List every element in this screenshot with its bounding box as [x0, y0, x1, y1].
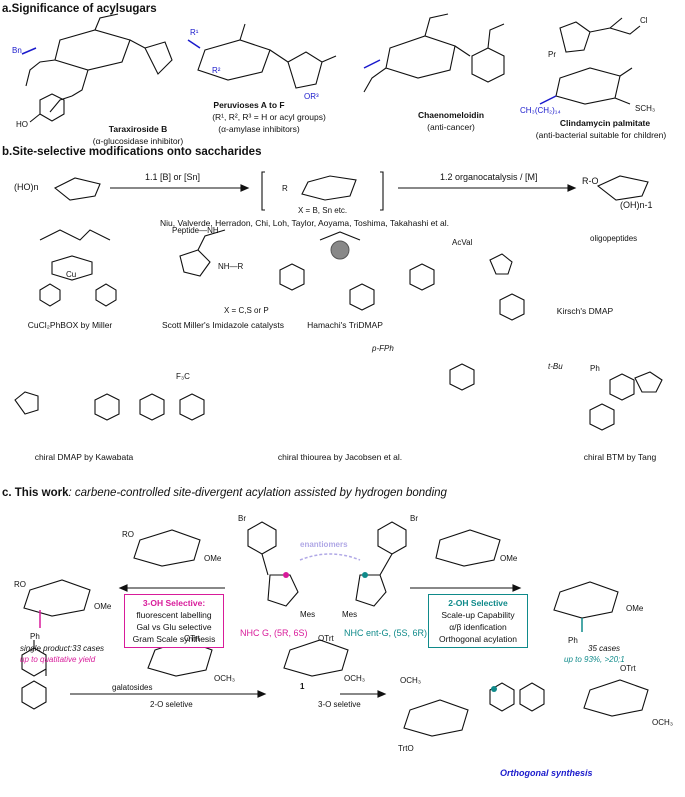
- pfph-label: p-FPh: [372, 344, 394, 353]
- kirsch-oligo: oligopeptides: [590, 234, 638, 243]
- otrt-label-1: OTrt: [184, 634, 200, 643]
- f3c-label: F₃C: [176, 372, 190, 381]
- left-result-2: up to quatitative yield: [20, 655, 96, 664]
- left-box-line-1: fluorescent labelling: [136, 610, 212, 620]
- left-box-line-3: Gram Scale synthesis: [132, 634, 216, 644]
- right-box-line-1: Scale-up Capability: [441, 610, 515, 620]
- right-box-line-2: α/β idenfication: [449, 622, 507, 632]
- taraxiroside-desc: (α-glucosidase inhibitor): [92, 136, 184, 146]
- mes-label-g: Mes: [300, 610, 316, 619]
- product-ro: R-O: [582, 176, 599, 186]
- step-b-reagent: 1: [300, 682, 305, 691]
- nhr-label: NH—R: [218, 262, 244, 271]
- clindamycin-name: Clindamycin palmitate: [559, 118, 651, 128]
- section-c-title: c. This work: carbene-controlled site-di…: [2, 487, 447, 499]
- product-oh: (OH)n-1: [620, 200, 653, 210]
- trto-label: TrtO: [398, 744, 414, 753]
- left-box-title: 3-OH Selective:: [142, 598, 206, 608]
- ho-label: HO: [16, 120, 28, 129]
- step2-label: 1.2 organocatalysis / [M]: [440, 172, 538, 182]
- chaenomeloidin-desc: (anti-cancer): [427, 122, 475, 132]
- x-definition: X = B, Sn etc.: [298, 206, 348, 215]
- kirsch-acval: AcVal: [452, 238, 473, 247]
- peruvioses-desc: (α-amylase inhibitors): [218, 124, 300, 134]
- cl-label: Cl: [640, 16, 648, 25]
- thiourea-label: chiral thiourea by Jacobsen et al.: [277, 452, 403, 462]
- br-label-entg: Br: [410, 514, 418, 523]
- ph-label-right: Ph: [568, 636, 578, 645]
- och3-label-4: OCH₃: [652, 718, 674, 727]
- nhc-entg-label: NHC ent-G, (5S, 6R): [344, 628, 428, 638]
- kawabata-label: chiral DMAP by Kawabata: [34, 452, 134, 462]
- left-selectivity-box: 3-OH Selective: fluorescent labelling Ga…: [124, 594, 224, 648]
- ome-label-2: OMe: [94, 602, 112, 611]
- right-selectivity-box: 2-OH Selective Scale-up Capability α/β i…: [428, 594, 528, 648]
- start-label: (HO)n: [14, 182, 39, 192]
- or3-label: OR³: [304, 92, 319, 101]
- box-catalyst-label: CuCl₂PhBOX by Miller: [27, 320, 113, 330]
- pr-label: Pr: [548, 50, 556, 59]
- ome-label-4: OMe: [626, 604, 644, 613]
- right-box-title: 2-OH Selective: [448, 598, 508, 608]
- step-a-cond: 2-O seletive: [150, 700, 193, 709]
- peptide-label: Peptide—NH: [172, 226, 219, 235]
- och3-label-1: OCH₃: [214, 674, 236, 683]
- bn-label: Bn: [12, 46, 22, 55]
- btm-label: chiral BTM by Tang: [583, 452, 657, 462]
- section-a-title: a.Significance of acylsugars: [2, 3, 157, 15]
- right-result-1: 35 cases: [588, 644, 621, 653]
- ro-label-2: RO: [14, 580, 26, 589]
- r1-label: R¹: [190, 28, 199, 37]
- section-b-title: b.Site-selective modifications onto sacc…: [2, 146, 262, 158]
- clindamycin-desc: (anti-bacterial suitable for children): [535, 130, 667, 140]
- left-box-line-2: Gal vs Glu selective: [136, 622, 212, 632]
- step-a-reagent: galatosides: [112, 683, 153, 692]
- taraxiroside-name: Taraxiroside B: [108, 124, 168, 134]
- step-b-cond: 3-O seletive: [318, 700, 361, 709]
- enantiomers-label: enantiomers: [300, 540, 348, 549]
- tbu-label: t-Bu: [548, 362, 563, 371]
- rx-label: R: [282, 184, 288, 193]
- right-result-2: up to 93%, >20;1: [564, 655, 625, 664]
- left-result-1: single product:33 cases: [20, 644, 105, 653]
- authors-line: Niu, Valverde, Herradon, Chi, Loh, Taylo…: [160, 218, 449, 228]
- imidazole-x: X = C,S or P: [224, 306, 269, 315]
- section-c-prefix: c. This work: [2, 487, 69, 499]
- ome-label-1: OMe: [204, 554, 222, 563]
- imidazole-catalyst-label: Scott Miller's Imidazole catalysts: [161, 320, 285, 330]
- chaenomeloidin-name: Chaenomeloidin: [417, 110, 485, 120]
- kirsch-label: Kirsch's DMAP: [556, 306, 614, 316]
- cu-label: Cu: [66, 270, 77, 279]
- peruvioses-r-note: (R¹, R², R³ = H or acyl groups): [212, 112, 326, 122]
- ro-label-1: RO: [122, 530, 134, 539]
- ph-label-left: Ph: [30, 632, 40, 641]
- ome-label-3: OMe: [500, 554, 518, 563]
- orthogonal-label: Orthogonal synthesis: [500, 768, 593, 778]
- sch3-label: SCH₃: [635, 104, 656, 113]
- otrt-label-2: OTrt: [318, 634, 334, 643]
- och3-label-3: OCH₃: [400, 676, 422, 685]
- step1-label: 1.1 [B] or [Sn]: [145, 172, 201, 182]
- tridmap-label: Hamachi's TriDMAP: [307, 320, 383, 330]
- ch3ch2-label: CH₃(CH₂)₁₄: [520, 106, 561, 115]
- ph-label-btm: Ph: [590, 364, 600, 373]
- r2-label: R²: [212, 66, 221, 75]
- section-c-italic: : carbene-controlled site-divergent acyl…: [68, 487, 447, 499]
- peruvioses-name: Peruvioses A to F: [213, 100, 285, 110]
- br-label-g: Br: [238, 514, 246, 523]
- och3-label-2: OCH₃: [344, 674, 366, 683]
- otrt-label-3: OTrt: [620, 664, 636, 673]
- right-box-line-3: Orthogonal acylation: [439, 634, 517, 644]
- nhc-g-label: NHC G, (5R, 6S): [240, 628, 308, 638]
- mes-label-entg: Mes: [342, 610, 358, 619]
